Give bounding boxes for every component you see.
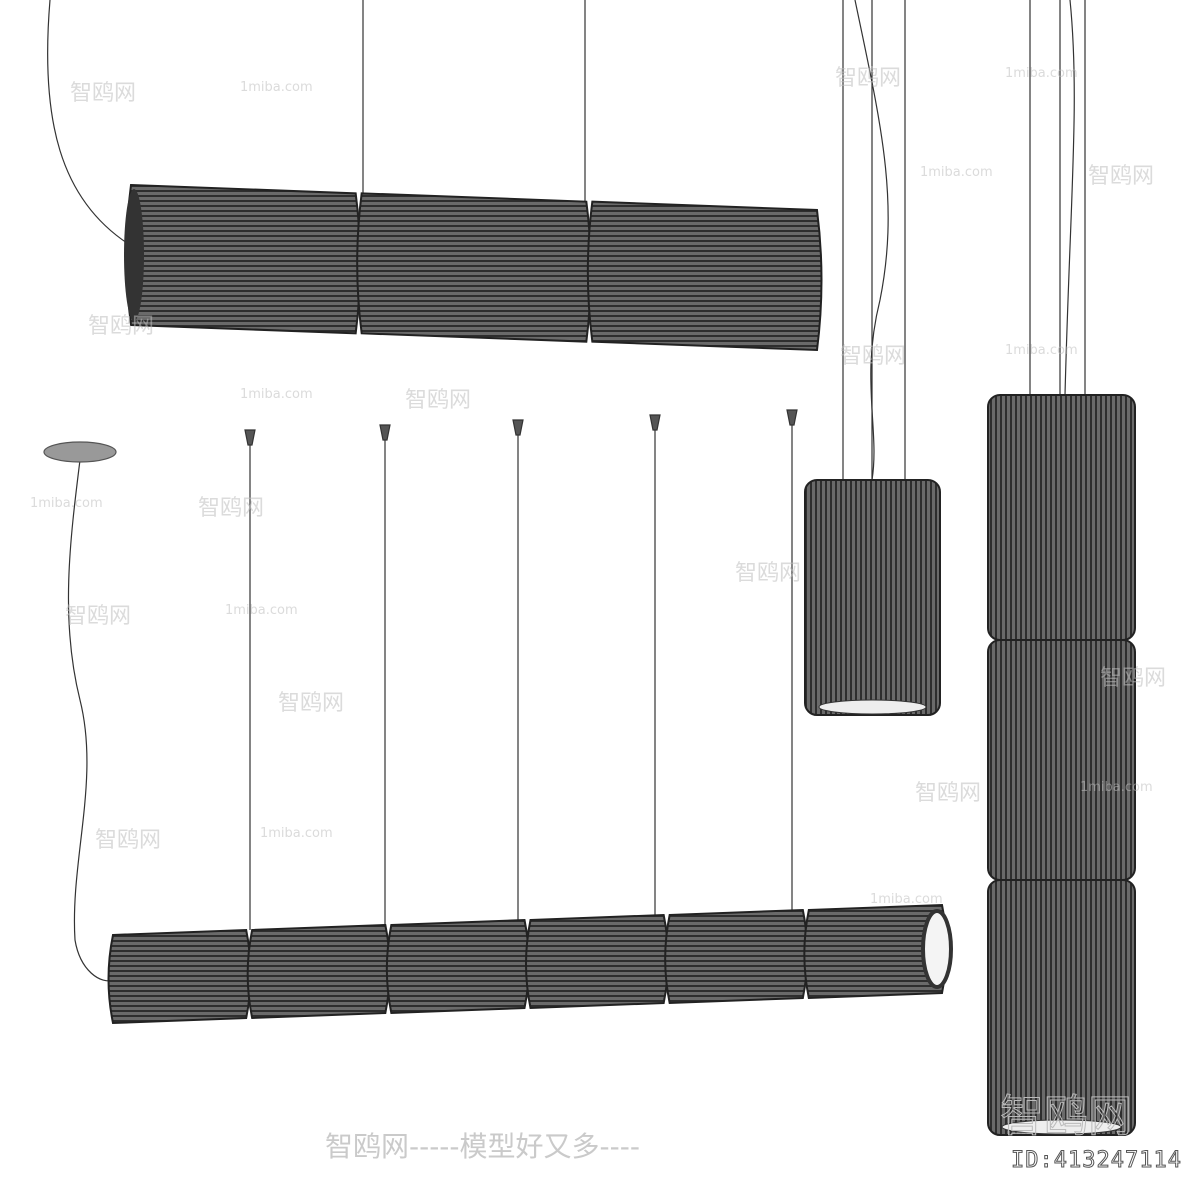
lamp-diffuser — [1001, 1119, 1122, 1135]
watermark-site: 1miba.com — [920, 165, 993, 180]
watermark-site: 1miba.com — [1080, 780, 1153, 795]
watermark-brand: 智鸥网 — [1100, 666, 1167, 691]
lamp-segment — [664, 908, 809, 1005]
vertical-pendant-lamp — [987, 394, 1136, 1136]
lamp-segment — [987, 394, 1136, 641]
watermark-brand: 智鸥网 — [1088, 164, 1155, 189]
watermark-brand: 智鸥网 — [70, 81, 137, 106]
watermark-slogan: 智鸥网-----模型好又多---- — [325, 1130, 640, 1163]
watermark-site: 1miba.com — [1005, 66, 1078, 81]
watermark-brand: 智鸥网 — [65, 604, 132, 629]
power-cable — [67, 459, 116, 982]
ceiling-hook-icon — [512, 419, 524, 436]
ceiling-canopy — [43, 441, 117, 463]
power-cable — [1064, 0, 1075, 396]
lamp-segment — [107, 928, 252, 1025]
watermark-site: 1miba.com — [240, 80, 313, 95]
watermark-site: 1miba.com — [260, 826, 333, 841]
lamp-segment — [356, 192, 592, 343]
lamp-end-cap — [124, 189, 144, 321]
watermark-brand: 智鸥网 — [835, 66, 902, 91]
lamp-segment — [525, 913, 670, 1010]
watermark-brand: 智鸥网 — [198, 496, 265, 521]
lamp-segment — [987, 879, 1136, 1136]
watermark-brand: 智鸥网 — [840, 344, 907, 369]
model-id-label: ID:413247114 — [1011, 1148, 1182, 1174]
watermark-site: 1miba.com — [240, 387, 313, 402]
vertical-pendant-lamp — [804, 479, 941, 716]
watermark-brand: 智鸥网 — [915, 781, 982, 806]
ceiling-hook-icon — [244, 429, 256, 446]
watermark-brand-large: 智鸥网 — [1000, 1091, 1133, 1143]
watermark-brand: 智鸥网 — [278, 691, 345, 716]
ceiling-hook-icon — [786, 409, 798, 426]
watermark-brand: 智鸥网 — [405, 388, 472, 413]
watermark-site: 1miba.com — [30, 496, 103, 511]
lamp-segment — [804, 479, 941, 716]
lamp-segment — [385, 918, 530, 1015]
horizontal-pendant-lamp — [107, 903, 953, 1025]
ceiling-hook-icon — [649, 414, 661, 431]
watermark-site: 1miba.com — [225, 603, 298, 618]
watermark-brand: 智鸥网 — [88, 314, 155, 339]
watermark-brand: 智鸥网 — [735, 561, 802, 586]
power-cable — [854, 0, 889, 481]
lamp-diffuser — [921, 909, 953, 989]
watermark-site: 1miba.com — [1005, 343, 1078, 358]
lamp-diffuser — [818, 699, 927, 715]
power-cable — [47, 0, 131, 246]
watermark-site: 1miba.com — [870, 892, 943, 907]
lamp-segment — [125, 183, 362, 335]
lamp-segment — [246, 923, 391, 1020]
lamp-segment — [586, 200, 823, 352]
ceiling-hook-icon — [379, 424, 391, 441]
watermark-brand: 智鸥网 — [95, 828, 162, 853]
horizontal-pendant-lamp — [124, 183, 823, 352]
